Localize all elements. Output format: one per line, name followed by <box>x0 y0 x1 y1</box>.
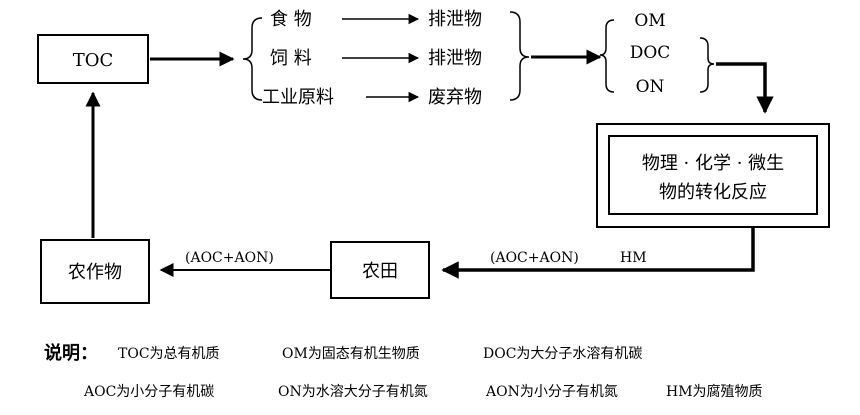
process-box-outer <box>596 123 830 228</box>
sources-brace <box>242 17 263 101</box>
pools-brace-right <box>699 37 715 93</box>
source-feed: 饲 料 <box>270 48 312 69</box>
crops-label: 农作物 <box>68 262 122 283</box>
pool-on: ON <box>636 77 665 97</box>
edge-label-aoc-aon-right: (AOC+AON) <box>490 250 579 266</box>
legend-on: ON为水溶大分子有机氮 <box>278 384 428 400</box>
arrow-process-to-field <box>441 227 755 279</box>
legend-toc: TOC为总有机质 <box>118 346 220 362</box>
source-food: 食 物 <box>270 9 312 30</box>
field-box <box>330 241 430 299</box>
products-brace <box>509 11 530 101</box>
crops-box <box>40 239 150 304</box>
product-waste: 废弃物 <box>428 87 482 108</box>
toc-label: TOC <box>73 50 114 71</box>
toc-box <box>37 34 149 84</box>
edge-label-hm: HM <box>620 250 647 266</box>
edge-label-aoc-aon-left: (AOC+AON) <box>185 250 274 266</box>
product-excreta-2: 排泄物 <box>428 48 482 69</box>
legend-row-2: AOC为小分子有机碳 ON为水溶大分子有机氮 AON为小分子有机氮 HM为腐殖物… <box>0 381 860 403</box>
process-label-line1: 物理 · 化学 · 微生 <box>642 153 784 174</box>
legend-row-1: 说明： TOC为总有机质 OM为固态有机生物质 DOC为大分子水溶有机碳 <box>0 343 860 365</box>
process-label-line2: 物的转化反应 <box>659 182 767 203</box>
pool-om: OM <box>634 11 665 31</box>
legend-hm: HM为腐殖物质 <box>666 384 763 400</box>
legend-om: OM为固态有机生物质 <box>282 346 420 362</box>
legend-title: 说明： <box>44 343 98 364</box>
legend-doc: DOC为大分子水溶有机碳 <box>483 346 643 362</box>
pool-doc: DOC <box>630 43 671 63</box>
pools-brace-left <box>599 19 615 93</box>
source-industrial: 工业原料 <box>262 87 334 108</box>
legend-aoc: AOC为小分子有机碳 <box>84 384 215 400</box>
product-excreta-1: 排泄物 <box>428 9 482 30</box>
field-label: 农田 <box>362 261 398 282</box>
legend-aon: AON为小分子有机氮 <box>486 384 618 400</box>
process-box-inner <box>608 135 818 215</box>
arrow-pools-to-process <box>716 62 774 114</box>
